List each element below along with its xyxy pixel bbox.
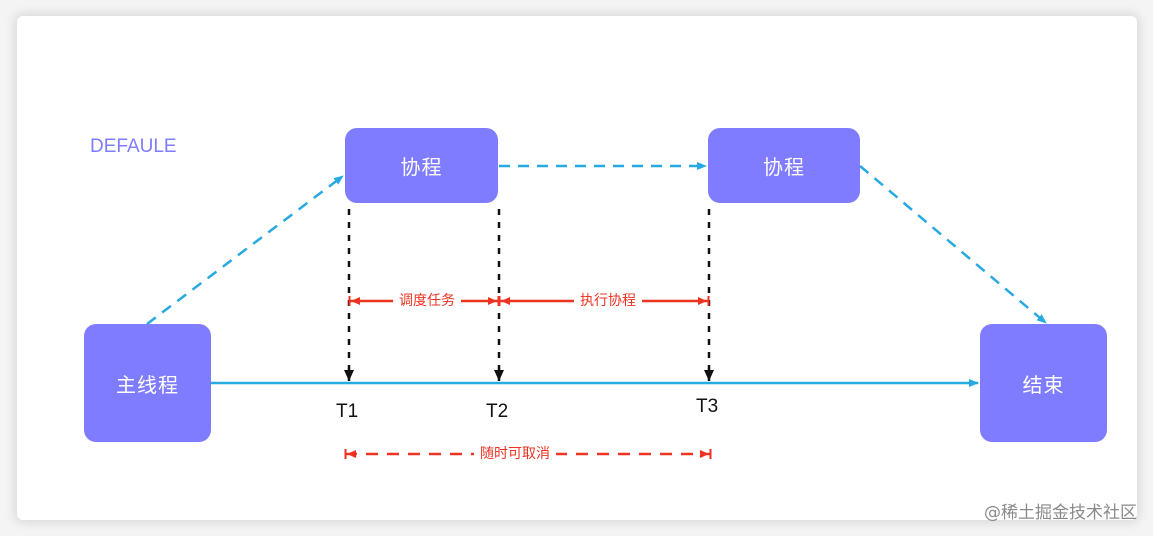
time-marker-t3: T3 — [696, 396, 719, 417]
node-main-thread-label: 主线程 — [116, 372, 179, 397]
node-coroutine-2-label: 协程 — [763, 155, 805, 179]
interval-execute-coroutine-label: 执行协程 — [574, 292, 642, 310]
node-end: 结束 — [980, 324, 1107, 442]
node-main-thread: 主线程 — [84, 324, 211, 442]
mode-label: DEFAULE — [90, 136, 177, 157]
interval-cancel-anytime-label: 随时可取消 — [474, 445, 556, 463]
flow-coroutine2-to-end — [859, 165, 1047, 324]
node-coroutine-2: 协程 — [708, 128, 860, 203]
node-coroutine-1: 协程 — [345, 128, 498, 203]
interval-schedule-task-label: 调度任务 — [393, 292, 461, 310]
time-marker-t1: T1 — [336, 401, 359, 422]
watermark: @稀土掘金技术社区 — [984, 503, 1137, 523]
node-end-label: 结束 — [1022, 372, 1065, 397]
flow-main-to-coroutine1 — [146, 175, 344, 325]
time-marker-t2: T2 — [486, 401, 509, 422]
node-coroutine-1-label: 协程 — [400, 155, 443, 179]
